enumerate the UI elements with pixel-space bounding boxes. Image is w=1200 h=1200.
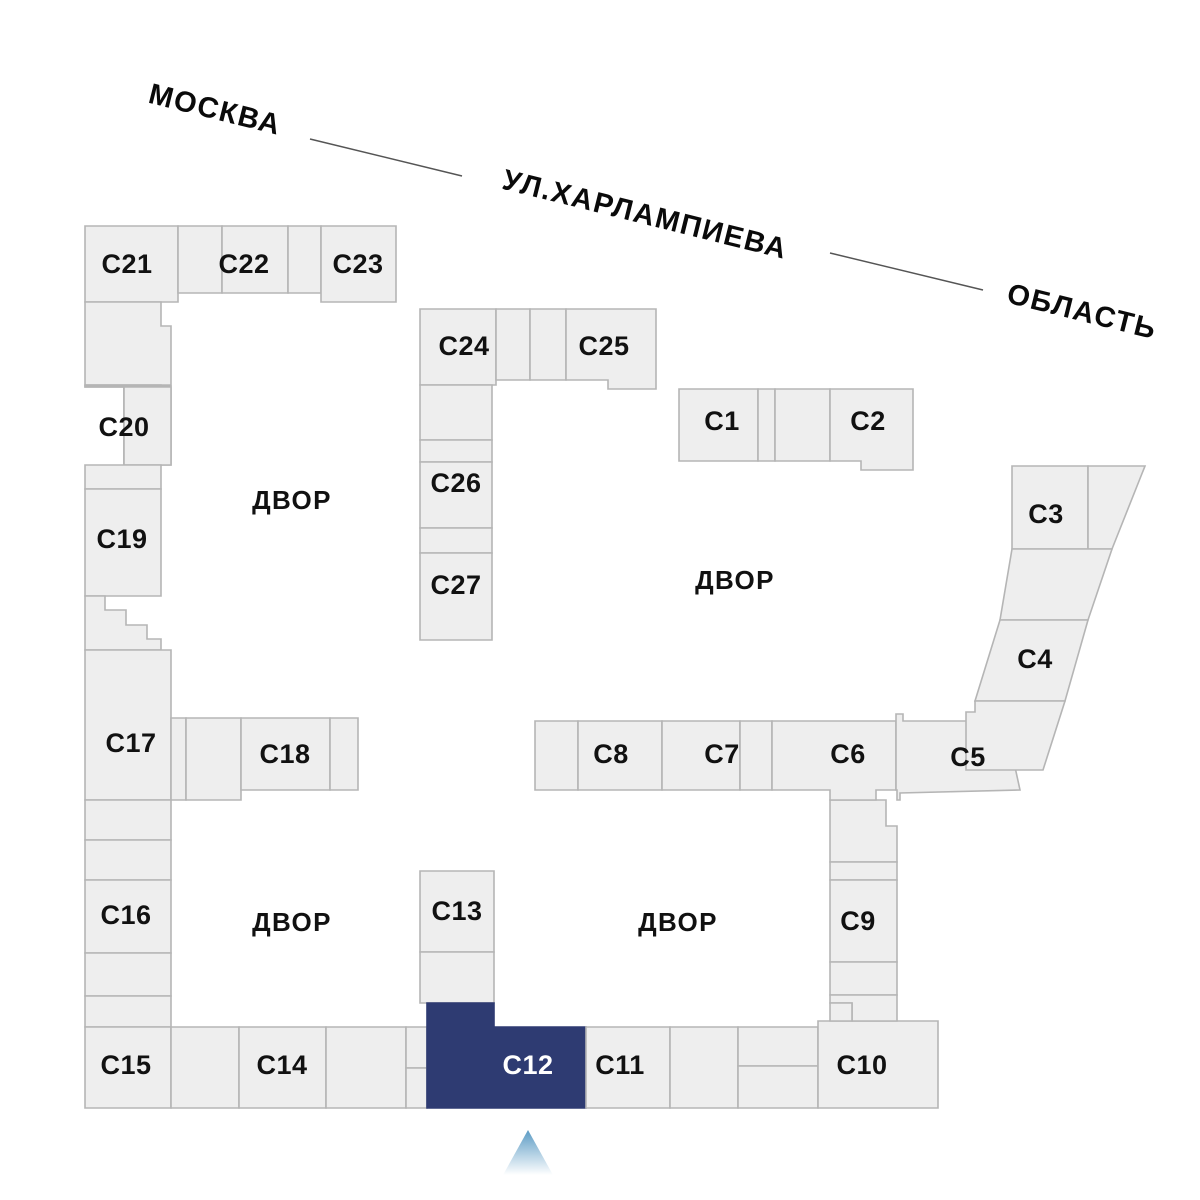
building-label-c19: C19 bbox=[96, 524, 147, 554]
courtyard-label-yard-southeast: ДВОР bbox=[638, 907, 718, 937]
building-block-w-h[interactable] bbox=[84, 995, 172, 1028]
building-block-c14-c[interactable] bbox=[405, 1026, 428, 1069]
building-block-w-e[interactable] bbox=[84, 799, 172, 841]
building-block-c9-c[interactable] bbox=[829, 961, 898, 996]
building-block-c4-b[interactable] bbox=[965, 700, 1067, 771]
building-label-c25: C25 bbox=[578, 331, 629, 361]
building-block-c17[interactable] bbox=[84, 649, 172, 801]
building-label-c27: C27 bbox=[430, 570, 481, 600]
building-block-c17-b[interactable] bbox=[170, 717, 187, 801]
building-block-w-a[interactable] bbox=[84, 301, 172, 386]
building-block-c10-a[interactable] bbox=[737, 1026, 819, 1067]
building-block-c24[interactable] bbox=[419, 308, 497, 386]
building-block-c2[interactable] bbox=[829, 388, 914, 471]
building-label-c23: C23 bbox=[332, 249, 383, 279]
building-label-c5: C5 bbox=[950, 742, 986, 772]
building-label-c16: C16 bbox=[100, 900, 151, 930]
building-block-c26-a[interactable] bbox=[419, 384, 493, 441]
courtyard-label-yard-southwest: ДВОР bbox=[252, 907, 332, 937]
building-block-c25[interactable] bbox=[565, 308, 657, 390]
building-label-c9: C9 bbox=[840, 906, 876, 936]
building-label-c7: C7 bbox=[704, 739, 740, 769]
building-block-c9-e[interactable] bbox=[829, 1002, 853, 1022]
building-block-c24-c[interactable] bbox=[529, 308, 567, 381]
building-label-c22: C22 bbox=[218, 249, 269, 279]
building-block-c7-b[interactable] bbox=[739, 720, 773, 791]
building-block-w-c[interactable] bbox=[84, 464, 162, 490]
building-label-c20: C20 bbox=[98, 412, 149, 442]
building-block-c9-a[interactable] bbox=[829, 799, 898, 863]
building-block-c13-b[interactable] bbox=[419, 951, 495, 1004]
street-line-left bbox=[309, 138, 463, 177]
building-label-c10: C10 bbox=[836, 1050, 887, 1080]
building-label-c12: C12 bbox=[502, 1050, 553, 1080]
building-label-c21: C21 bbox=[101, 249, 152, 279]
building-block-w-f[interactable] bbox=[84, 839, 172, 881]
building-label-c4: C4 bbox=[1017, 644, 1053, 674]
building-block-c14-b[interactable] bbox=[325, 1026, 407, 1109]
street-line-right bbox=[829, 252, 984, 291]
building-block-c27[interactable] bbox=[419, 552, 493, 641]
building-blocks-group bbox=[84, 225, 1147, 1109]
building-block-c3-b[interactable] bbox=[1087, 465, 1147, 550]
building-label-c24: C24 bbox=[438, 331, 489, 361]
building-block-w-g[interactable] bbox=[84, 952, 172, 997]
building-label-c18: C18 bbox=[259, 739, 310, 769]
building-label-c13: C13 bbox=[431, 896, 482, 926]
building-block-c20-box[interactable] bbox=[123, 386, 172, 466]
building-block-c9-b[interactable] bbox=[829, 861, 898, 881]
building-block-c22-a[interactable] bbox=[287, 225, 322, 294]
building-block-c23[interactable] bbox=[320, 225, 397, 303]
building-label-c6: C6 bbox=[830, 739, 866, 769]
building-block-c14-d[interactable] bbox=[405, 1067, 428, 1109]
building-block-c26-b[interactable] bbox=[419, 439, 493, 463]
building-block-c18-b[interactable] bbox=[329, 717, 359, 791]
building-label-c11: C11 bbox=[595, 1050, 645, 1080]
building-block-w-d[interactable] bbox=[84, 595, 162, 651]
building-block-c17-c[interactable] bbox=[185, 717, 242, 801]
building-label-c14: C14 bbox=[256, 1050, 307, 1080]
building-block-c15-b[interactable] bbox=[170, 1026, 240, 1109]
building-block-c24-b[interactable] bbox=[495, 308, 531, 381]
entrance-marker-icon bbox=[503, 1130, 553, 1175]
street-label-street-oblast: ОБЛАСТЬ bbox=[1004, 278, 1160, 346]
building-block-c10-b[interactable] bbox=[737, 1065, 819, 1109]
street-connector-lines bbox=[309, 138, 984, 291]
street-label-street-moskva: МОСКВА bbox=[145, 78, 284, 142]
building-label-c26: C26 bbox=[430, 468, 481, 498]
building-block-c8-a[interactable] bbox=[534, 720, 579, 791]
building-label-c2: C2 bbox=[850, 406, 886, 436]
building-label-c1: C1 bbox=[704, 406, 740, 436]
courtyard-label-yard-northeast: ДВОР bbox=[695, 565, 775, 595]
building-block-c10[interactable] bbox=[817, 1020, 939, 1109]
building-label-c3: C3 bbox=[1028, 499, 1064, 529]
building-label-c15: C15 bbox=[100, 1050, 151, 1080]
building-block-c1-b[interactable] bbox=[757, 388, 776, 462]
building-block-c19[interactable] bbox=[84, 488, 162, 597]
building-block-c26-c[interactable] bbox=[419, 527, 493, 554]
building-label-c17: C17 bbox=[105, 728, 156, 758]
street-labels-group: МОСКВА УЛ.ХАРЛАМПИЕВА ОБЛАСТЬ bbox=[145, 78, 1160, 346]
building-block-c21[interactable] bbox=[84, 225, 179, 303]
building-block-c3-c[interactable] bbox=[999, 548, 1114, 621]
building-label-c8: C8 bbox=[593, 739, 629, 769]
building-block-c11-b[interactable] bbox=[669, 1026, 739, 1109]
courtyard-label-yard-northwest: ДВОР bbox=[252, 485, 332, 515]
building-block-c21-a[interactable] bbox=[177, 225, 223, 294]
street-label-street-kharlampieva: УЛ.ХАРЛАМПИЕВА bbox=[499, 164, 791, 266]
building-block-c1-c[interactable] bbox=[774, 388, 831, 462]
courtyard-labels-group: ДВОР ДВОР ДВОР ДВОР bbox=[252, 485, 775, 937]
